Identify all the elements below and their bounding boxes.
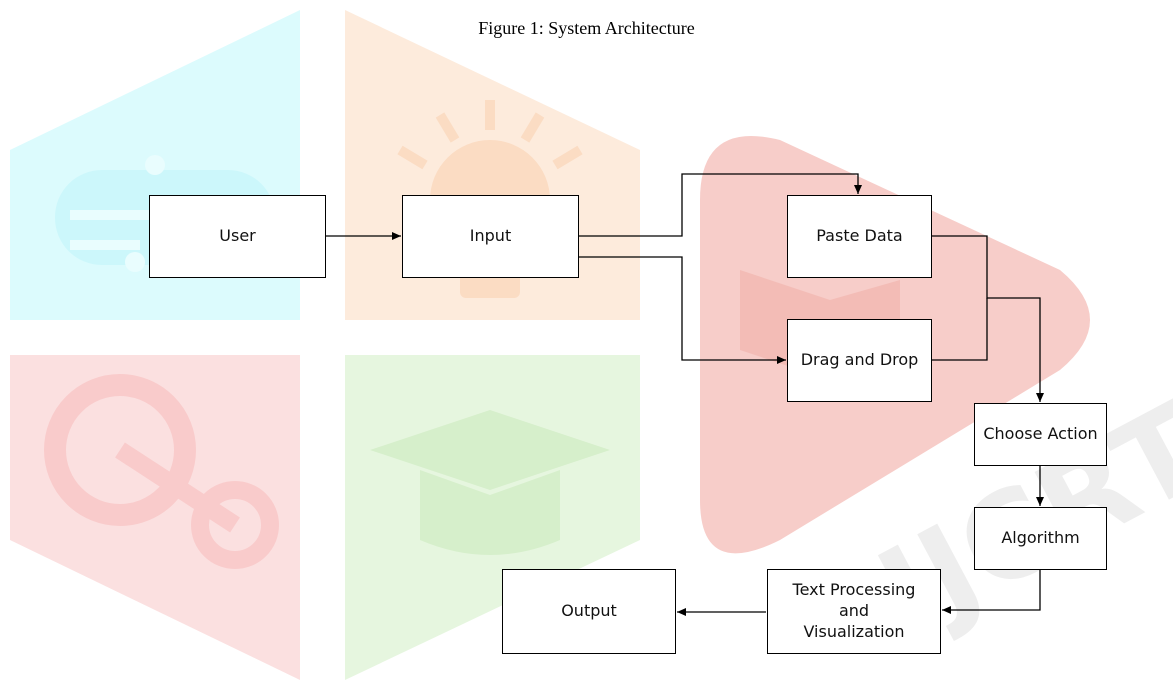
gears-icon [10, 355, 300, 680]
edge-drag-choose [931, 298, 988, 361]
node-output-label: Output [561, 601, 617, 621]
node-input: Input [402, 195, 579, 278]
node-input-label: Input [469, 226, 512, 246]
edge-input-paste [578, 173, 862, 237]
node-user-label: User [219, 226, 256, 246]
node-text-processing-label: Text Processing and Visualization [792, 580, 916, 641]
edge-paste-choose [931, 235, 1044, 402]
figure-caption: Figure 1: System Architecture [478, 18, 695, 38]
edge-algorithm-textproc [942, 570, 1041, 614]
node-drag-and-drop-label: Drag and Drop [800, 350, 919, 370]
node-algorithm-label: Algorithm [1001, 528, 1080, 548]
node-user: User [149, 195, 326, 278]
node-drag-and-drop: Drag and Drop [787, 319, 932, 402]
node-paste-data-label: Paste Data [816, 226, 903, 246]
graduation-cap-icon [345, 355, 640, 680]
node-algorithm: Algorithm [974, 507, 1107, 570]
node-output: Output [502, 569, 676, 654]
node-choose-action-label: Choose Action [983, 424, 1098, 444]
node-choose-action: Choose Action [974, 403, 1107, 466]
edge-input-drag [578, 256, 786, 364]
node-paste-data: Paste Data [787, 195, 932, 278]
node-text-processing: Text Processing and Visualization [767, 569, 941, 654]
